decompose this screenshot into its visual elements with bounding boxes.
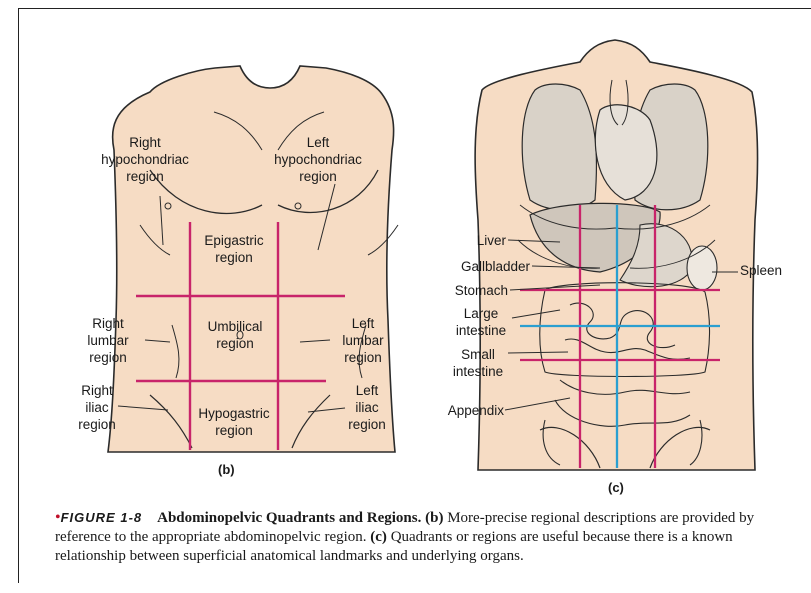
figure-caption: •FIGURE 1-8 Abdominopelvic Quadrants and… xyxy=(55,508,795,566)
label-epigastric: Epigastric region xyxy=(190,232,278,266)
label-right-lumbar: Right lumbar region xyxy=(68,315,148,366)
figure-title: Abdominopelvic Quadrants and Regions. xyxy=(157,510,421,526)
label-gallbladder: Gallbladder xyxy=(420,258,530,275)
label-appendix: Appendix xyxy=(420,402,504,419)
label-right-hypochondriac: Right hypochondriac region xyxy=(90,134,200,185)
label-stomach: Stomach xyxy=(430,282,508,299)
label-right-iliac: Right iliac region xyxy=(62,382,132,433)
label-left-lumbar: Left lumbar region xyxy=(328,315,398,366)
label-left-hypochondriac: Left hypochondriac region xyxy=(258,134,378,185)
caption-part-c-tag: (c) xyxy=(370,529,387,545)
label-umbilical: Umbilical region xyxy=(192,318,278,352)
caption-part-b-tag: (b) xyxy=(425,510,443,526)
label-hypogastric: Hypogastric region xyxy=(180,405,288,439)
label-left-iliac: Left iliac region xyxy=(332,382,402,433)
panel-b-tag: (b) xyxy=(218,462,235,477)
label-small-intestine: Small intestine xyxy=(448,346,508,380)
torso-c xyxy=(475,40,758,470)
figure-label: FIGURE 1-8 xyxy=(61,510,143,525)
label-large-intestine: Large intestine xyxy=(448,305,514,339)
label-liver: Liver xyxy=(440,232,506,249)
label-spleen: Spleen xyxy=(740,262,800,279)
panel-c-tag: (c) xyxy=(608,480,624,495)
